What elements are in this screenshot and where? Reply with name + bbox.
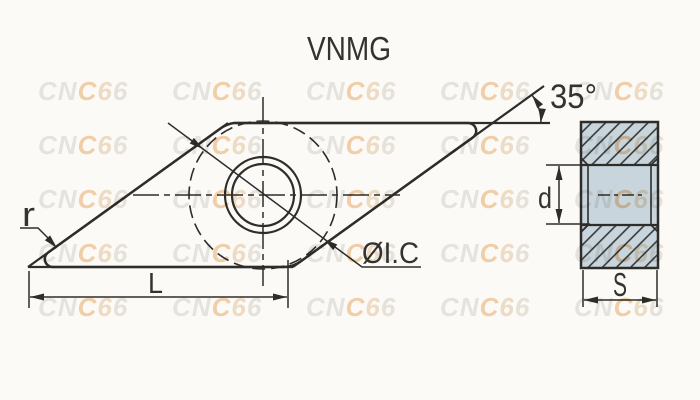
corner-radius-label: r [22, 196, 35, 234]
angle-arc-bottom-arrowhead [539, 108, 546, 123]
ic-dimension-line [167, 122, 421, 268]
thickness-left-arrowhead [584, 296, 598, 304]
hole-chamfer-circle [223, 155, 303, 235]
front-view: ØI.C 35° r L [20, 78, 597, 308]
side-body-outline [579, 120, 660, 270]
chamfer-top-right [650, 157, 659, 166]
hole-top-arrowhead [555, 166, 563, 180]
page-title: VNMG [307, 30, 391, 67]
side-hatch-bottom [582, 226, 657, 267]
thickness-label: S [613, 266, 627, 303]
hole-bottom-arrowhead [555, 209, 563, 223]
ic-lower-arrowhead [324, 239, 338, 251]
insert-body [43, 121, 478, 269]
chamfer-top-left [580, 157, 589, 166]
length-left-arrowhead [30, 293, 44, 301]
length-right-arrowhead [273, 293, 287, 301]
ic-upper-arrowhead [189, 137, 203, 149]
side-hatch-top [582, 123, 657, 164]
inscribed-circle-label: ØI.C [362, 237, 419, 270]
corner-radius-arrowhead [44, 235, 57, 248]
angle-arc-top-arrowhead [532, 95, 543, 109]
hole-diameter-label: d [538, 182, 552, 215]
thickness-right-arrowhead [642, 296, 656, 304]
chamfer-bottom-right [650, 224, 659, 233]
hole-circle [230, 162, 296, 228]
angle-label: 35° [550, 78, 597, 116]
inscribed-circle [188, 120, 338, 270]
length-label: L [148, 268, 163, 300]
corner-radius-leader [20, 227, 50, 240]
chamfer-bottom-left [580, 224, 589, 233]
side-view: d S [538, 120, 660, 307]
